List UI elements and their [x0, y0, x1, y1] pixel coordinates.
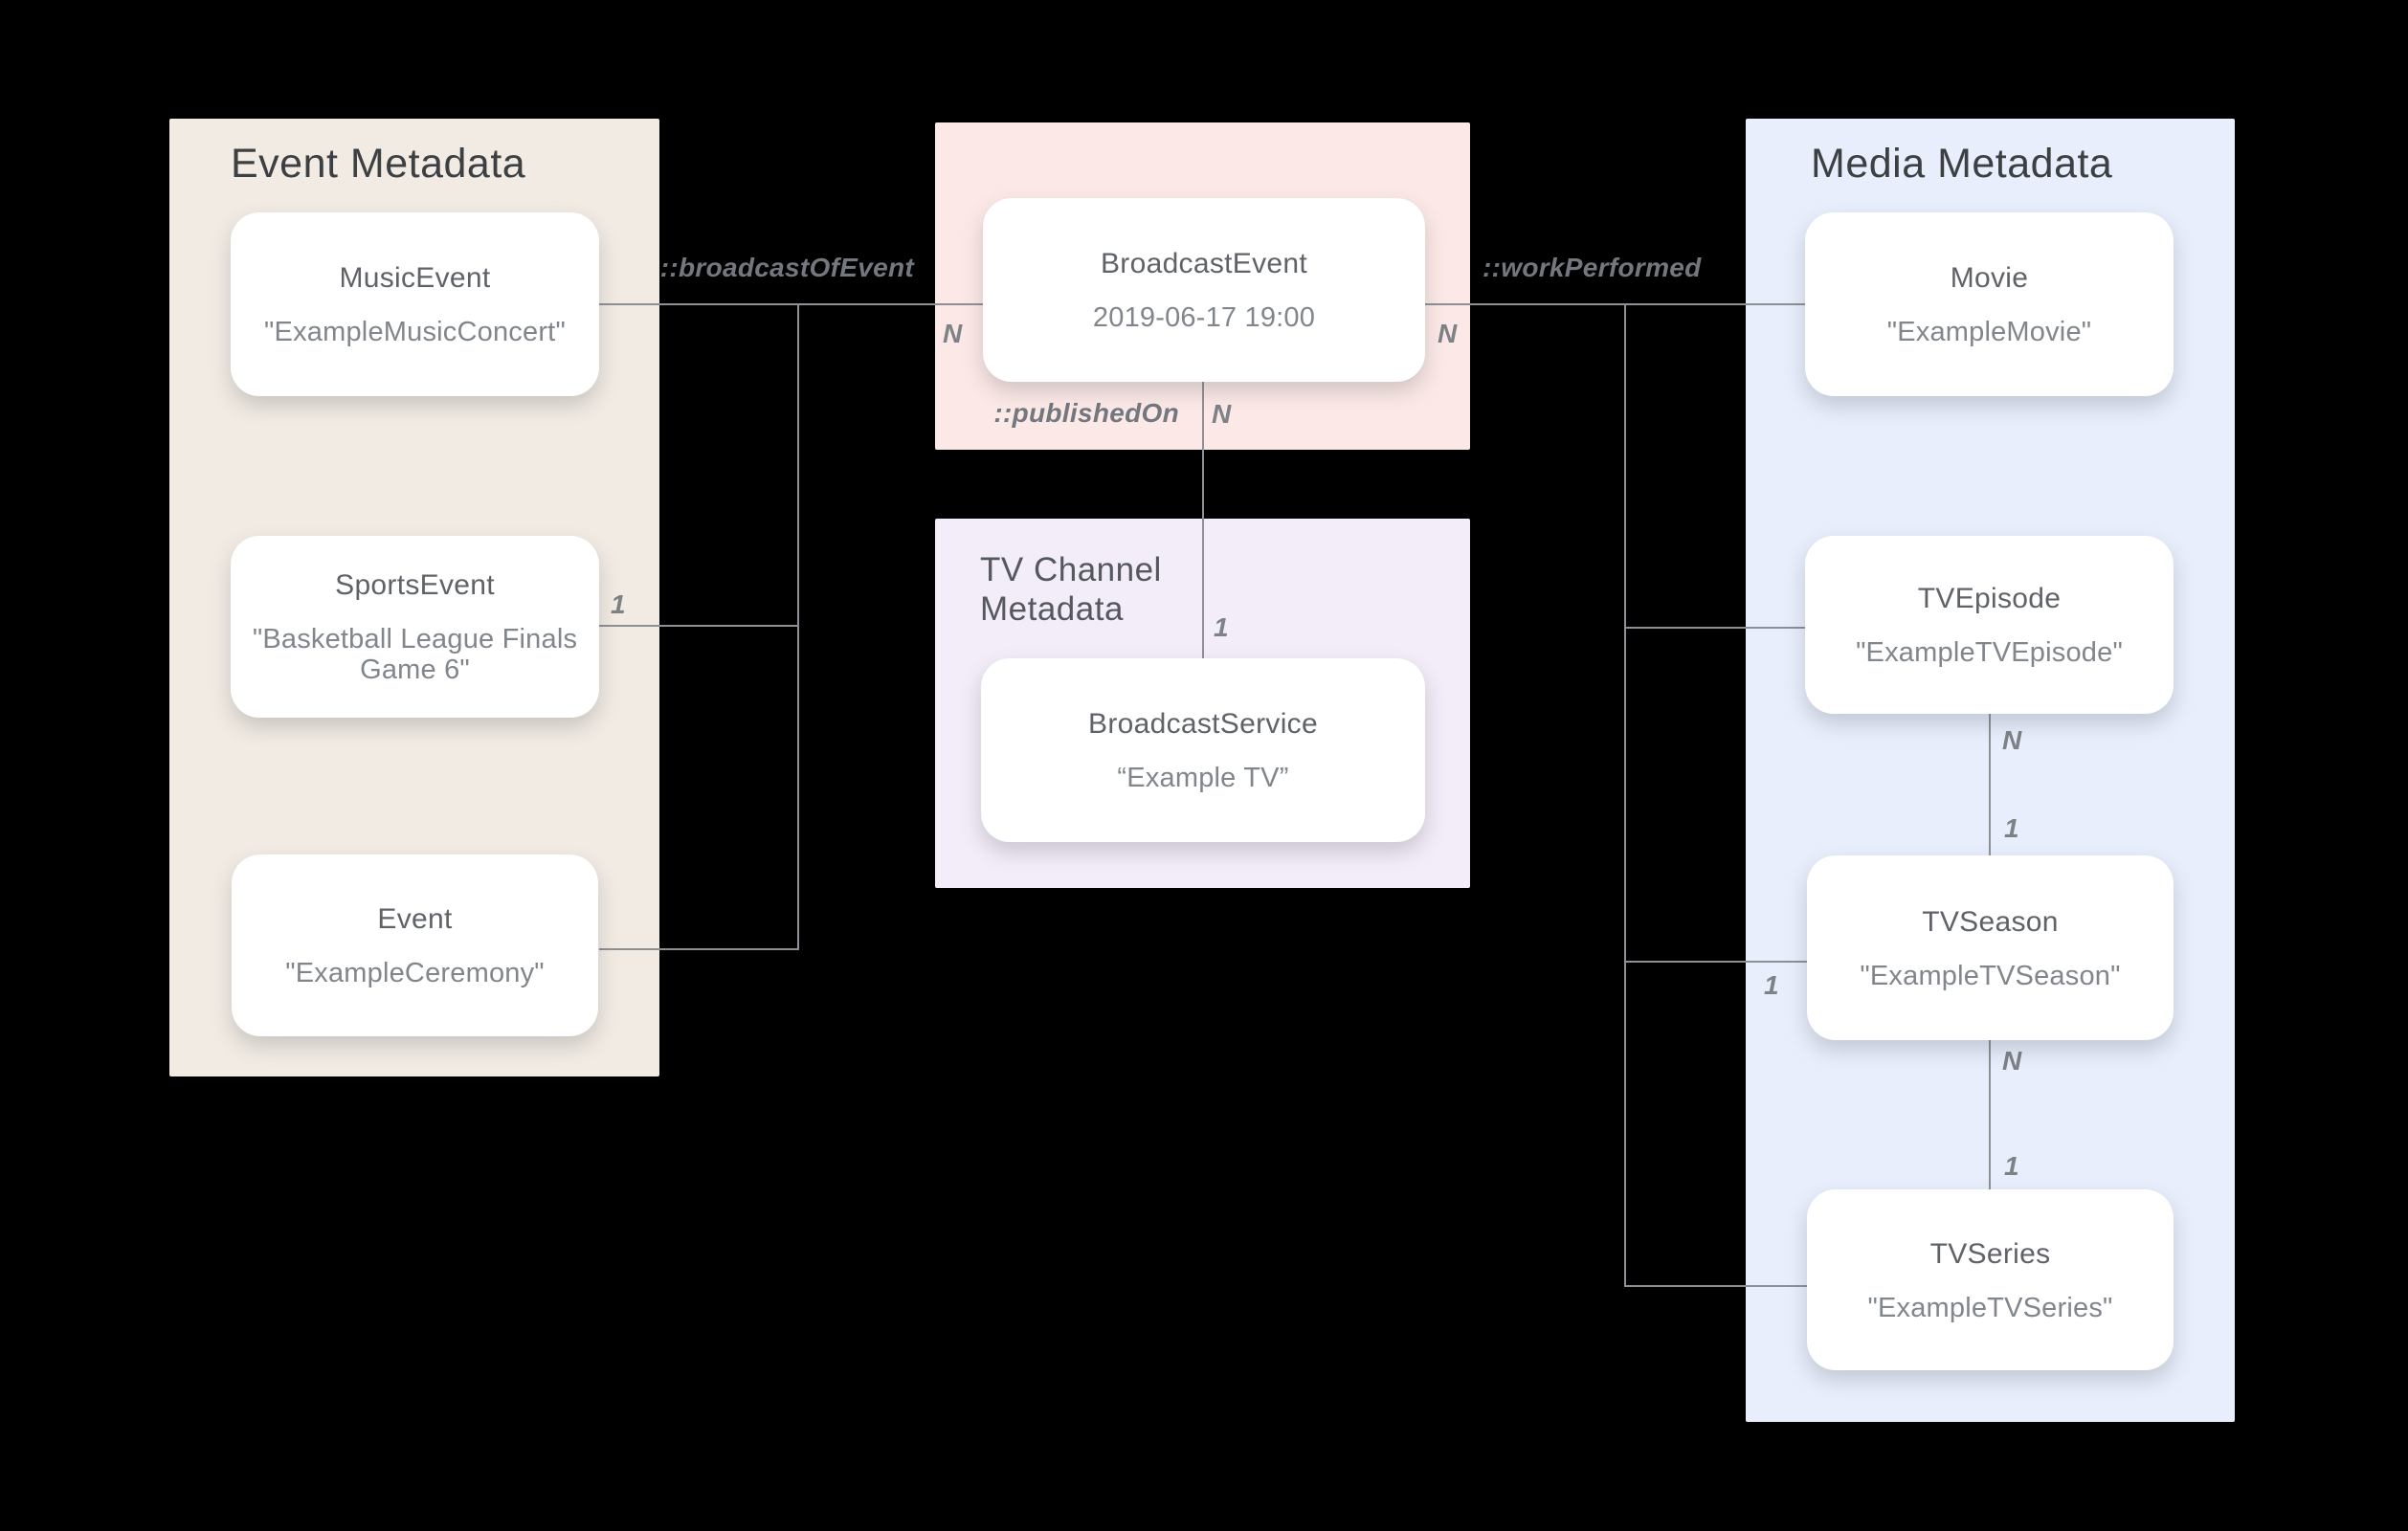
node-value: "ExampleTVEpisode" — [1856, 637, 2123, 668]
tv-channel-metadata-title: TV Channel Metadata — [980, 551, 1162, 628]
node-value: "Basketball League Finals Game 6" — [253, 624, 577, 685]
node-title: TVSeason — [1922, 905, 2059, 938]
edge-broadcastofevent — [599, 303, 983, 305]
node-value: "ExampleTVSeason" — [1860, 960, 2121, 991]
edge-tvepisode-connector — [1624, 627, 1806, 629]
node-card-musicevent: MusicEvent "ExampleMusicConcert" — [231, 212, 599, 396]
node-title: SportsEvent — [335, 569, 495, 601]
cardinality-sportsevent: 1 — [611, 589, 626, 619]
edge-episode-season-vertical — [1989, 714, 1991, 855]
node-card-tvseries: TVSeries "ExampleTVSeries" — [1807, 1189, 2174, 1370]
node-title: MusicEvent — [339, 262, 491, 294]
node-value: "ExampleCeremony" — [285, 958, 545, 988]
node-value: 2019-06-17 19:00 — [1092, 302, 1316, 333]
edge-publishedon-vertical — [1202, 382, 1204, 659]
relation-workperformed-label: ::workPerformed — [1483, 253, 1702, 282]
cardinality-publishedon-target: 1 — [1214, 612, 1229, 642]
node-title: Event — [377, 903, 453, 935]
node-value: "ExampleMovie" — [1886, 317, 2092, 347]
cardinality-episode-season-n: N — [2002, 725, 2022, 755]
edge-sportsevent-connector — [599, 625, 799, 627]
cardinality-season-series-n: N — [2002, 1046, 2022, 1076]
node-card-tvseason: TVSeason "ExampleTVSeason" — [1807, 855, 2174, 1040]
relation-publishedon-label: ::publishedOn — [993, 398, 1179, 428]
node-card-tvepisode: TVEpisode "ExampleTVEpisode" — [1805, 536, 2174, 714]
node-value: "ExampleMusicConcert" — [264, 317, 566, 347]
event-metadata-title: Event Metadata — [231, 141, 526, 187]
node-value-line: Game 6" — [360, 655, 470, 685]
edge-tvseries-connector — [1624, 1285, 1808, 1287]
node-title: Movie — [1950, 262, 2029, 294]
node-card-movie: Movie "ExampleMovie" — [1805, 212, 2174, 396]
cardinality-broadcastevent-left: N — [943, 319, 963, 348]
cardinality-season-series-1: 1 — [2004, 1151, 2019, 1181]
cardinality-season-branch: 1 — [1764, 970, 1779, 1000]
node-title: BroadcastService — [1088, 708, 1318, 740]
node-value-line: "Basketball League Finals — [252, 624, 578, 655]
edge-media-branch-vertical — [1624, 303, 1626, 1287]
node-card-event: Event "ExampleCeremony" — [232, 854, 598, 1036]
node-card-broadcastservice: BroadcastService “Example TV” — [981, 658, 1425, 842]
edge-season-series-vertical — [1989, 1040, 1991, 1189]
relation-broadcastofevent-label: ::broadcastOfEvent — [659, 253, 914, 282]
cardinality-publishedon-source: N — [1212, 399, 1232, 429]
node-title: TVEpisode — [1917, 583, 2062, 614]
edge-workperformed — [1425, 303, 1805, 305]
node-title: BroadcastEvent — [1101, 248, 1307, 279]
cardinality-episode-season-1: 1 — [2004, 813, 2019, 843]
node-value: "ExampleTVSeries" — [1867, 1292, 2113, 1323]
node-value: “Example TV” — [1117, 763, 1289, 793]
edge-event-connector — [599, 948, 799, 950]
media-metadata-title: Media Metadata — [1811, 141, 2113, 187]
cardinality-broadcastevent-right: N — [1438, 319, 1458, 348]
node-title: TVSeries — [1929, 1237, 2051, 1270]
edge-event-branch-vertical — [797, 303, 799, 950]
node-card-broadcastevent: BroadcastEvent 2019-06-17 19:00 — [983, 198, 1425, 382]
edge-tvseason-connector — [1624, 961, 1808, 963]
node-card-sportsevent: SportsEvent "Basketball League Finals Ga… — [231, 536, 599, 718]
